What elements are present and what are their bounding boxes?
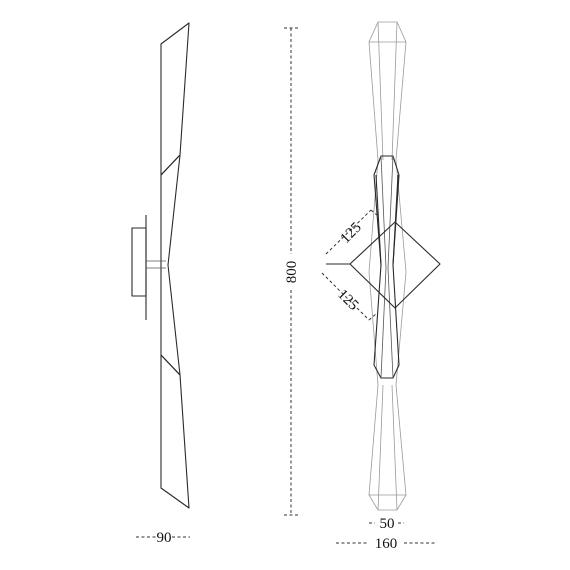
- front-body-ridge-d: [387, 267, 394, 379]
- side-view: [131, 22, 190, 509]
- dimension-height: 800: [284, 27, 300, 516]
- dimension-side-depth: 90: [136, 530, 190, 546]
- height-label: 800: [284, 261, 300, 284]
- side-depth-label: 90: [157, 530, 172, 546]
- front-body-ridge-c: [380, 267, 387, 379]
- front-total-width-label: 160: [375, 536, 398, 552]
- front-body-edge-right: [392, 174, 399, 266]
- side-lower-blade: [160, 354, 190, 509]
- diagonal-upper-label: 125: [338, 220, 365, 247]
- front-center-body: [373, 155, 400, 379]
- dimension-front-body: 50: [369, 516, 404, 532]
- front-diamond-plate: [349, 221, 441, 309]
- diag-upper-tick: [370, 209, 379, 217]
- front-body-ridge-a: [380, 155, 387, 269]
- diag-lower-line: [321, 272, 370, 321]
- dimension-diagonal-upper: 125: [325, 209, 379, 255]
- front-outer-silhouette: [368, 21, 407, 511]
- front-body-edge-left: [375, 174, 382, 266]
- dimension-front-total: 160: [336, 536, 435, 552]
- side-upper-blade: [160, 22, 190, 176]
- diag-lower-tick: [368, 313, 377, 321]
- side-center-body: [160, 154, 181, 376]
- front-body-width-label: 50: [380, 516, 395, 532]
- diag-upper-line: [325, 209, 372, 255]
- dimension-diagonal-lower: 125: [321, 272, 377, 321]
- diagonal-lower-label: 125: [334, 287, 361, 314]
- front-view: [326, 21, 441, 511]
- front-body-ridge-b: [387, 155, 394, 269]
- wall-mount-plate: [131, 227, 147, 297]
- front-facet-2: [391, 21, 398, 161]
- front-facet-1: [377, 21, 384, 161]
- front-facet-4: [391, 384, 398, 511]
- front-facet-3: [377, 384, 384, 511]
